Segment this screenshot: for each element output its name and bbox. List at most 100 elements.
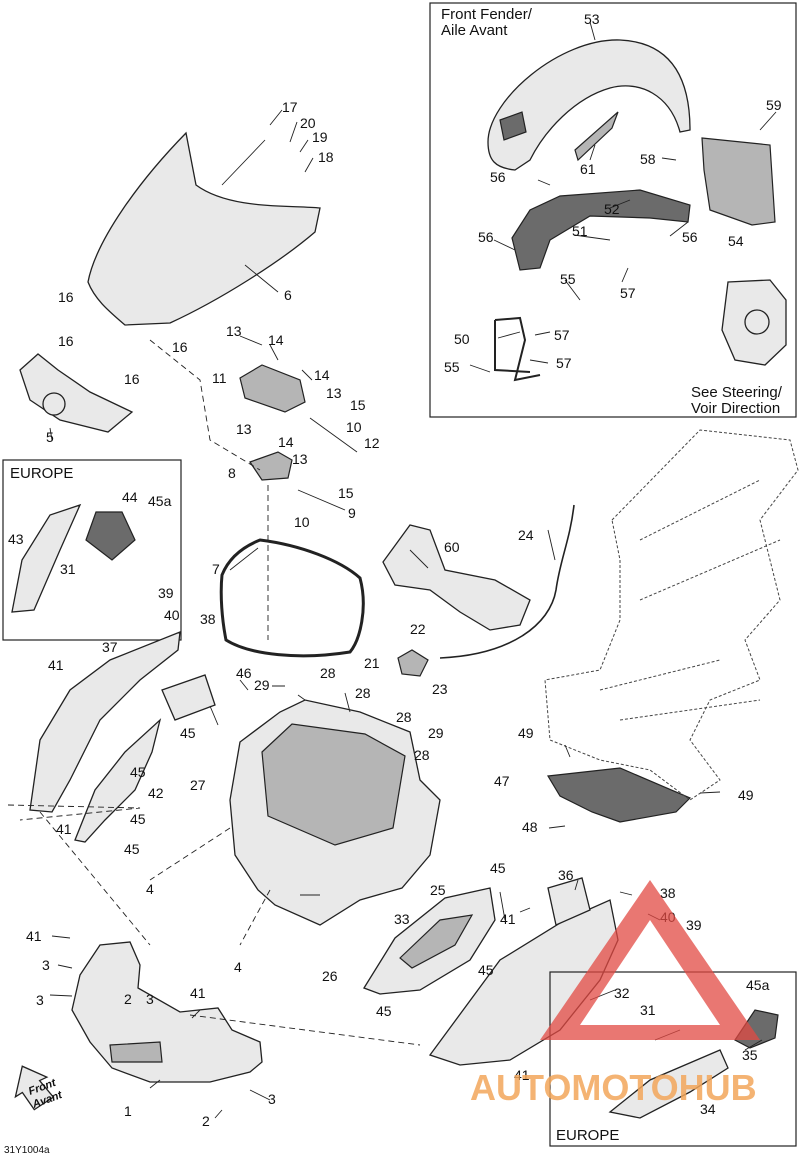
callout-37: 37: [102, 639, 118, 655]
callout-2: 2: [124, 991, 132, 1007]
bumper-grille: [109, 1041, 163, 1063]
callout-35: 35: [742, 1047, 758, 1063]
callout-38: 38: [660, 885, 676, 901]
callout-5: 5: [46, 429, 54, 445]
vehicle-frame-cross: [599, 479, 781, 721]
callout-20: 20: [300, 115, 316, 131]
callout-15: 15: [338, 485, 354, 501]
callout-59: 59: [766, 97, 782, 113]
guide-lines: [7, 339, 421, 1046]
callout-33: 33: [394, 911, 410, 927]
callout-13: 13: [236, 421, 252, 437]
callout-41: 41: [500, 911, 516, 927]
callout-27: 27: [190, 777, 206, 793]
callout-42: 42: [148, 785, 164, 801]
see-steering-line2: Voir Direction: [691, 400, 780, 417]
callout-45: 45: [130, 764, 146, 780]
headlight-trim-part: [19, 353, 134, 433]
callout-38: 38: [200, 611, 216, 627]
callout-8: 8: [228, 465, 236, 481]
callout-56: 56: [490, 169, 506, 185]
support-rod-part: [494, 316, 541, 382]
seal-ring-part: [219, 538, 365, 658]
callout-10: 10: [346, 419, 362, 435]
callout-3: 3: [36, 992, 44, 1008]
callout-52: 52: [604, 201, 620, 217]
callout-29: 29: [254, 677, 270, 693]
callout-45: 45: [376, 1003, 392, 1019]
callout-41: 41: [514, 1067, 530, 1083]
callout-10: 10: [294, 514, 310, 530]
leader-lines: [49, 21, 777, 1119]
callout-28: 28: [414, 747, 430, 763]
callout-45: 45: [490, 860, 506, 876]
bracket-60-part: [382, 524, 531, 631]
callout-39: 39: [158, 585, 174, 601]
callout-32: 32: [614, 985, 630, 1001]
europe-panel-34: [608, 1049, 729, 1119]
headlight-lens-33: [399, 914, 474, 969]
mount-bracket-lower: [249, 451, 293, 481]
knuckle-hole: [744, 309, 770, 335]
callout-57: 57: [620, 285, 636, 301]
callout-6: 6: [284, 287, 292, 303]
front-fender-part: [487, 39, 691, 171]
callout-23: 23: [432, 681, 448, 697]
callout-49: 49: [518, 725, 534, 741]
callout-24: 24: [518, 527, 534, 543]
storage-bin-opening: [261, 723, 406, 846]
front-fender-title-line1: Front Fender/: [441, 6, 533, 23]
callout-43: 43: [8, 531, 24, 547]
callout-45: 45: [478, 962, 494, 978]
europe-right-title: EUROPE: [556, 1127, 619, 1144]
callout-45: 45: [130, 811, 146, 827]
callout-19: 19: [312, 129, 328, 145]
europe-inset-left: [2, 459, 182, 641]
fender-reflector: [499, 111, 527, 141]
watermark-logo: [540, 880, 760, 1040]
callout-28: 28: [355, 685, 371, 701]
callout-3: 3: [268, 1091, 276, 1107]
bolt-12: [309, 417, 358, 453]
callout-58: 58: [640, 151, 656, 167]
vehicle-frame-outline: [544, 429, 799, 801]
plate-21-part: [397, 649, 429, 677]
callout-41: 41: [48, 657, 64, 673]
callout-7: 7: [212, 561, 220, 577]
europe-bracket-44: [85, 511, 136, 561]
callout-36: 36: [558, 867, 574, 883]
callout-18: 18: [318, 149, 334, 165]
callout-16: 16: [172, 339, 188, 355]
callout-3: 3: [146, 991, 154, 1007]
callout-12: 12: [364, 435, 380, 451]
callout-13: 13: [226, 323, 242, 339]
callout-14: 14: [268, 332, 284, 348]
callout-28: 28: [396, 709, 412, 725]
europe-inset-right: [549, 971, 797, 1147]
callout-26: 26: [322, 968, 338, 984]
callout-57: 57: [554, 327, 570, 343]
callout-31: 31: [60, 561, 76, 577]
callout-60: 60: [444, 539, 460, 555]
callout-17: 17: [282, 99, 298, 115]
callout-45a: 45a: [746, 977, 770, 993]
mount-bracket-upper: [239, 364, 306, 413]
fender-light-61: [574, 111, 619, 162]
callout-34: 34: [700, 1101, 716, 1117]
fender-bracket-part: [511, 189, 691, 271]
callout-13: 13: [326, 385, 342, 401]
callout-14: 14: [314, 367, 330, 383]
callout-31: 31: [640, 1002, 656, 1018]
pad-46: [161, 674, 216, 721]
callout-39: 39: [686, 917, 702, 933]
callout-45a: 45a: [148, 493, 172, 509]
callout-1: 1: [124, 1103, 132, 1119]
diagram-code: 31Y1004a: [4, 1145, 50, 1156]
callout-46: 46: [236, 665, 252, 681]
callout-61: 61: [580, 161, 596, 177]
side-panel-37: [29, 630, 181, 813]
callout-55: 55: [560, 271, 576, 287]
front-fender-title-line2: Aile Avant: [441, 22, 508, 39]
